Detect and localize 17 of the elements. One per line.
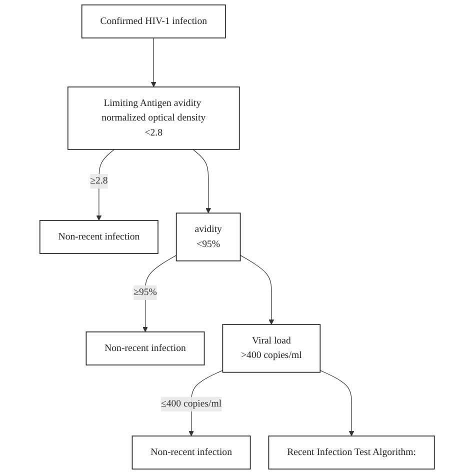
arrow: [96, 149, 115, 221]
edge-label: ≥2.8: [90, 176, 108, 186]
edge-label: ≤400 copies/ml: [160, 398, 222, 410]
node-box: Non-recent infection: [86, 331, 205, 366]
node-box: Non-recent infection: [132, 436, 251, 470]
node-box: Viral load >400 copies/ml: [222, 324, 320, 373]
arrow: [320, 370, 354, 436]
node-box: Recent Infection Test Algorithm:: [268, 436, 435, 470]
arrow: [142, 255, 177, 332]
arrow: [192, 149, 211, 214]
edge-label: ≥95%: [133, 287, 157, 298]
node-box: avidity <95%: [176, 212, 241, 262]
arrow: [150, 38, 156, 88]
arrow: [240, 255, 274, 325]
node-box: Confirmed HIV-1 infection: [81, 4, 226, 38]
node-box: Non-recent infection: [39, 220, 158, 254]
node-box: Limiting Antigen avidity normalized optical density <2.8: [67, 86, 240, 150]
